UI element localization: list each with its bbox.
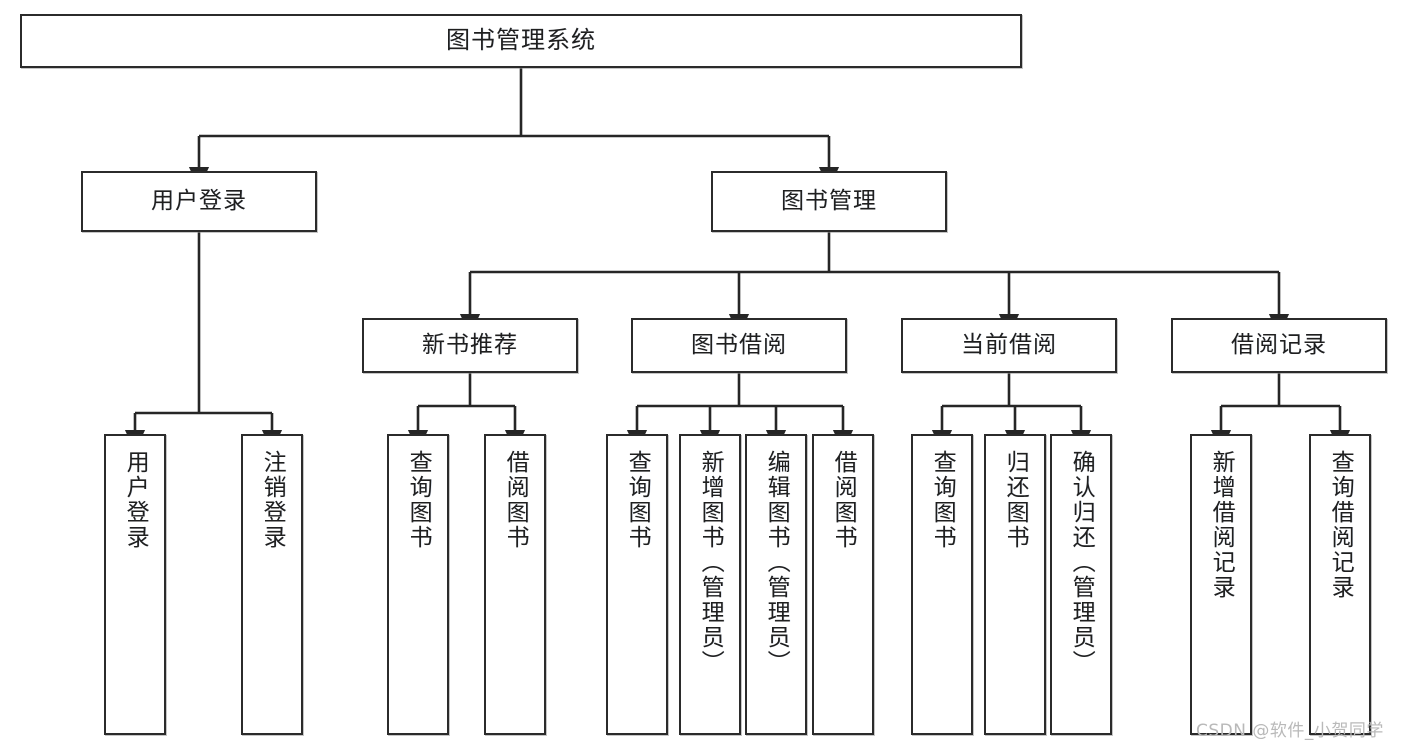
node-user-login[interactable]: 用户登录 xyxy=(81,171,317,232)
node-label: 新增借阅记录 xyxy=(1208,450,1235,600)
node-label: 图书管理 xyxy=(781,188,877,215)
node-label: 用户登录 xyxy=(151,188,247,215)
node-leaf-borrow-edit[interactable]: 编辑图书（管理员） xyxy=(745,434,807,735)
node-leaf-rec-query[interactable]: 查询图书 xyxy=(387,434,449,735)
node-label: 查询图书 xyxy=(405,450,432,550)
node-label: 图书管理系统 xyxy=(446,26,596,55)
node-leaf-cur-return[interactable]: 归还图书 xyxy=(984,434,1046,735)
node-label: 确认归还（管理员） xyxy=(1068,450,1095,675)
node-current-borrow[interactable]: 当前借阅 xyxy=(901,318,1117,373)
csdn-watermark: CSDN @软件_小贺同学 xyxy=(1196,721,1384,741)
node-borrow-record[interactable]: 借阅记录 xyxy=(1171,318,1387,373)
node-leaf-user-logout[interactable]: 注销登录 xyxy=(241,434,303,735)
node-leaf-rec-borrow[interactable]: 借阅图书 xyxy=(484,434,546,735)
node-label: 用户登录 xyxy=(122,450,149,550)
node-label: 查询借阅记录 xyxy=(1327,450,1354,600)
node-new-book-rec[interactable]: 新书推荐 xyxy=(362,318,578,373)
node-label: 当前借阅 xyxy=(961,332,1057,359)
node-leaf-cur-query[interactable]: 查询图书 xyxy=(911,434,973,735)
node-label: 新书推荐 xyxy=(422,332,518,359)
node-leaf-borrow-query[interactable]: 查询图书 xyxy=(606,434,668,735)
node-leaf-user-login[interactable]: 用户登录 xyxy=(104,434,166,735)
node-label: 注销登录 xyxy=(259,450,286,550)
node-root[interactable]: 图书管理系统 xyxy=(20,14,1022,68)
node-label: 借阅图书 xyxy=(830,450,857,550)
node-label: 归还图书 xyxy=(1002,450,1029,550)
node-label: 编辑图书（管理员） xyxy=(763,450,790,675)
node-label: 借阅记录 xyxy=(1231,332,1327,359)
node-book-borrow[interactable]: 图书借阅 xyxy=(631,318,847,373)
node-leaf-cur-confirm[interactable]: 确认归还（管理员） xyxy=(1050,434,1112,735)
node-leaf-borrow-add[interactable]: 新增图书（管理员） xyxy=(679,434,741,735)
node-label: 图书借阅 xyxy=(691,332,787,359)
node-label: 查询图书 xyxy=(624,450,651,550)
node-label: 借阅图书 xyxy=(502,450,529,550)
node-leaf-borrow-do[interactable]: 借阅图书 xyxy=(812,434,874,735)
node-leaf-rec-search[interactable]: 查询借阅记录 xyxy=(1309,434,1371,735)
node-leaf-rec-add[interactable]: 新增借阅记录 xyxy=(1190,434,1252,735)
node-book-manage[interactable]: 图书管理 xyxy=(711,171,947,232)
node-label: 新增图书（管理员） xyxy=(697,450,724,675)
node-label: 查询图书 xyxy=(929,450,956,550)
